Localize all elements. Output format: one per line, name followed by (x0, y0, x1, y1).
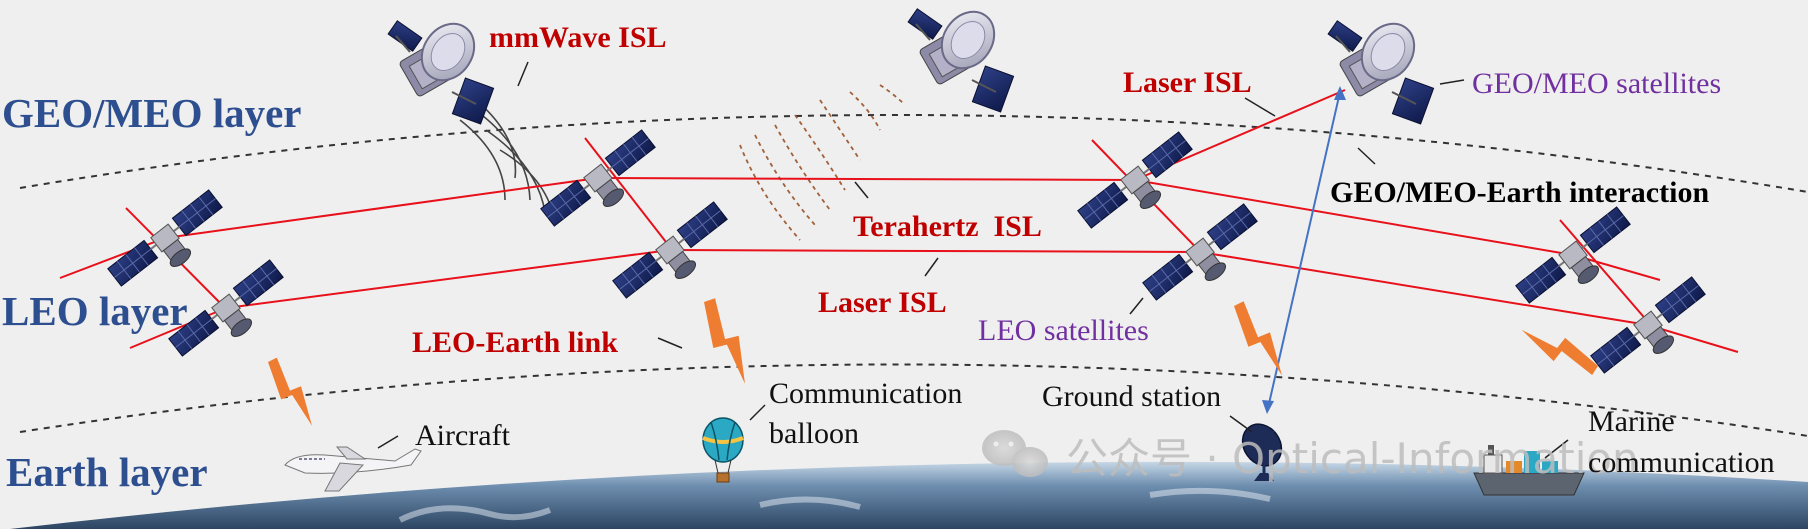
geo-earth-interaction-link (1262, 86, 1346, 414)
terahertz-waves (739, 84, 906, 241)
lightning-link-icon (1234, 301, 1282, 376)
label-geo-meo-satellites: GEO/MEO satellites (1472, 67, 1721, 100)
lightning-link-icon (268, 357, 312, 426)
geo-meo-boundary-line (19, 113, 1808, 193)
label-balloon-line1: Communication (769, 377, 962, 410)
label-geo-meo-earth-interaction: GEO/MEO-Earth interaction (1330, 176, 1709, 209)
layer-label-geo-meo: GEO/MEO layer (2, 90, 302, 136)
watermark-text: 公众号 · Optical-Information (1066, 434, 1639, 483)
label-marine-line1: Marine (1588, 405, 1675, 438)
aircraft-icon (284, 446, 422, 492)
label-marine-line2: communication (1588, 446, 1775, 479)
leo-satellite (106, 188, 236, 303)
label-ground-station: Ground station (1042, 380, 1221, 413)
leo-satellite (539, 128, 669, 243)
layer-label-leo: LEO layer (2, 288, 188, 334)
geo-meo-satellite (1327, 12, 1435, 125)
earth-surface (10, 461, 1808, 529)
leo-satellite (1589, 275, 1719, 390)
label-leo-earth-link: LEO-Earth link (412, 326, 618, 359)
earth-cloud-streaks (398, 487, 1271, 523)
geo-meo-satellite (907, 0, 1015, 113)
leader-lines (377, 61, 1569, 459)
label-terahertz-isl: Terahertz ISL (853, 210, 1042, 243)
leo-satellite (167, 258, 297, 373)
leo-boundary-line (19, 363, 1808, 437)
ground-station-icon (1241, 423, 1283, 481)
balloon-icon (702, 417, 744, 483)
layer-label-earth: Earth layer (6, 449, 208, 495)
leo-satellite (1514, 205, 1644, 320)
geo-meo-satellite (387, 12, 495, 125)
ship-icon (1473, 445, 1585, 496)
watermark: 公众号 · Optical-Information (982, 430, 1639, 483)
label-leo-satellites: LEO satellites (978, 314, 1149, 347)
label-mmwave-isl: mmWave ISL (489, 21, 667, 54)
lightning-link-icon (1521, 305, 1601, 395)
label-aircraft: Aircraft (415, 419, 511, 452)
label-balloon-line2: balloon (769, 417, 859, 450)
label-laser-isl-top: Laser ISL (1123, 66, 1252, 99)
lightning-link-icon (693, 296, 757, 384)
leo-satellite (611, 200, 741, 315)
label-laser-isl-mid: Laser ISL (818, 286, 947, 319)
